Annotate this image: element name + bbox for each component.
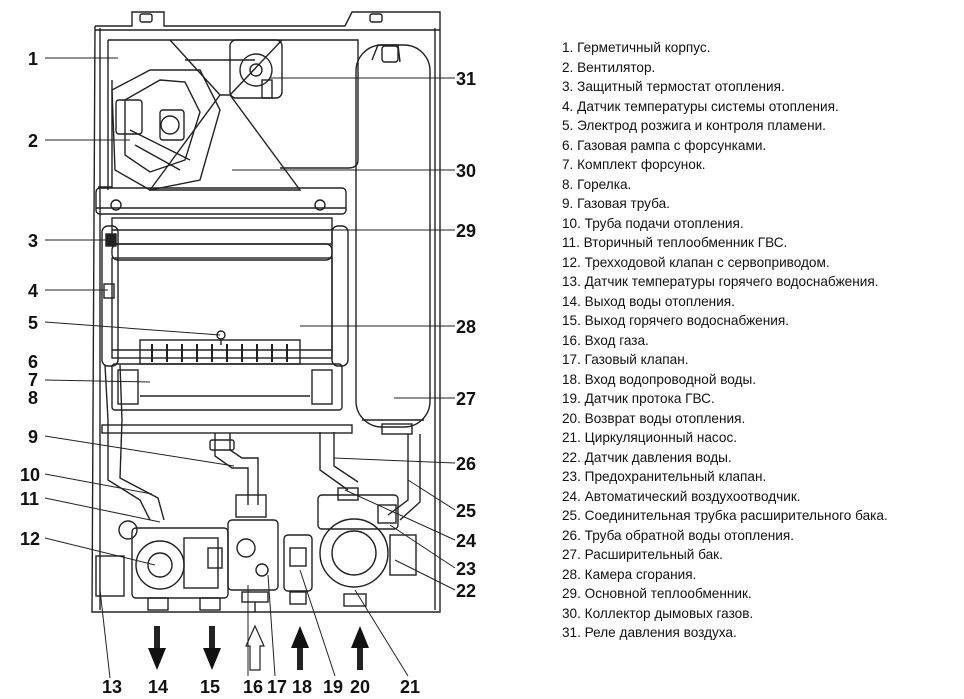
legend-item: 21. Циркуляционный насос. <box>562 430 738 445</box>
dhw-outlet-arrow <box>203 626 221 670</box>
callout-28: 28 <box>456 317 476 337</box>
legend-item: 31. Реле давления воздуха. <box>562 625 737 640</box>
main-heat-exchanger-drawing <box>95 187 347 261</box>
flue-collector-drawing <box>148 39 302 191</box>
legend-item: 28. Камера сгорания. <box>562 566 697 582</box>
callout-16: 16 <box>243 677 263 697</box>
legend-item: 16. Вход газа. <box>562 332 649 348</box>
callout-9: 9 <box>28 427 38 447</box>
legend-item: 1. Герметичный корпус. <box>562 40 711 55</box>
fan-drawing <box>111 69 221 191</box>
legend-item: 27. Расширительный бак. <box>562 547 723 562</box>
callout-22: 22 <box>456 581 476 601</box>
legend-item: 22. Датчик давления воды. <box>562 449 732 465</box>
callout-18: 18 <box>292 677 312 697</box>
callout-1: 1 <box>28 49 38 69</box>
callout-10: 10 <box>20 465 40 485</box>
callout-7: 7 <box>28 370 38 390</box>
callout-8: 8 <box>28 388 38 408</box>
heating-return-arrow <box>351 626 369 670</box>
gas-valve-drawing <box>227 494 279 612</box>
callout-19: 19 <box>323 677 343 697</box>
legend-item: 13. Датчик температуры горячего водоснаб… <box>562 274 879 289</box>
legend-item: 24. Автоматический воздухоотводчик. <box>562 488 801 504</box>
circulation-pump-drawing <box>317 487 417 607</box>
legend-item: 20. Возврат воды отопления. <box>562 410 746 426</box>
callout-29: 29 <box>456 221 476 241</box>
callout-26: 26 <box>456 454 476 474</box>
legend-item: 8. Горелка. <box>562 176 632 192</box>
callout-3: 3 <box>28 231 38 251</box>
legend-item: 23. Предохранительный клапан. <box>562 469 767 484</box>
heating-outlet-arrow <box>148 626 166 670</box>
callout-13: 13 <box>102 677 122 697</box>
legend-item: 6. Газовая рампа с форсунками. <box>562 137 767 153</box>
legend-item: 14. Выход воды отопления. <box>562 293 735 309</box>
callout-12: 12 <box>20 529 40 549</box>
callout-6: 6 <box>28 352 38 372</box>
legend-item: 9. Газовая труба. <box>562 196 670 211</box>
callout-14: 14 <box>148 677 168 697</box>
callout-numbers: 1 2 3 4 5 6 7 8 9 10 11 12 13 14 15 16 1… <box>20 49 476 697</box>
gas-inlet-arrow <box>245 624 265 671</box>
callout-11: 11 <box>20 489 39 509</box>
callout-30: 30 <box>456 161 476 181</box>
air-pressure-relay-drawing <box>229 39 283 99</box>
housing-drawing <box>91 11 441 613</box>
callout-31: 31 <box>456 69 476 89</box>
legend-item: 4. Датчик температуры системы отопления. <box>562 98 839 114</box>
legend-item: 19. Датчик протока ГВС. <box>562 391 715 406</box>
legend-item: 25. Соединительная трубка расширительног… <box>562 508 888 523</box>
burner-drawing <box>111 330 343 411</box>
callout-27: 27 <box>456 389 476 409</box>
callout-25: 25 <box>456 501 476 521</box>
legend-item: 12. Трехходовой клапан с сервоприводом. <box>562 254 830 270</box>
bottom-plate-drawing <box>101 424 353 505</box>
connection-arrows <box>148 624 369 671</box>
callout-23: 23 <box>456 559 476 579</box>
callout-4: 4 <box>28 281 38 301</box>
callout-2: 2 <box>28 131 38 151</box>
dhw-exchanger-drawing <box>95 520 229 611</box>
legend-item: 15. Выход горячего водоснабжения. <box>562 313 789 328</box>
legend-item: 2. Вентилятор. <box>562 59 656 75</box>
legend-item: 3. Защитный термостат отопления. <box>562 79 785 94</box>
dhw-flow-sensor-drawing <box>283 534 313 605</box>
callout-20: 20 <box>350 677 370 697</box>
flow-pipe-drawing <box>101 225 165 521</box>
legend-item: 30. Коллектор дымовых газов. <box>562 605 754 621</box>
legend-item: 26. Труба обратной воды отопления. <box>562 527 795 543</box>
upper-chamber-drawing <box>98 39 359 190</box>
legend-item: 10. Труба подачи отопления. <box>562 215 744 231</box>
legend-item: 29. Основной теплообменник. <box>562 586 752 601</box>
legend-item: 5. Электрод розжига и контроля пламени. <box>562 118 826 133</box>
callout-21: 21 <box>400 677 420 697</box>
return-pipe-drawing <box>319 225 359 491</box>
combustion-chamber-drawing <box>111 257 333 359</box>
legend-item: 18. Вход водопроводной воды. <box>562 371 757 387</box>
component-legend: 1. Герметичный корпус. 2. Вентилятор. 3.… <box>562 38 957 643</box>
callout-24: 24 <box>456 531 476 551</box>
expansion-tank-drawing <box>355 44 431 521</box>
callout-5: 5 <box>28 313 38 333</box>
cold-water-inlet-arrow <box>291 626 309 670</box>
leader-lines <box>44 57 456 679</box>
legend-item: 17. Газовый клапан. <box>562 352 689 367</box>
boiler-diagram: 1 2 3 4 5 6 7 8 9 10 11 12 13 14 15 16 1… <box>20 11 476 697</box>
legend-item: 11. Вторичный теплообменник ГВС. <box>562 235 788 250</box>
callout-17: 17 <box>267 677 287 697</box>
legend-item: 7. Комплект форсунок. <box>562 157 706 172</box>
callout-15: 15 <box>200 677 220 697</box>
